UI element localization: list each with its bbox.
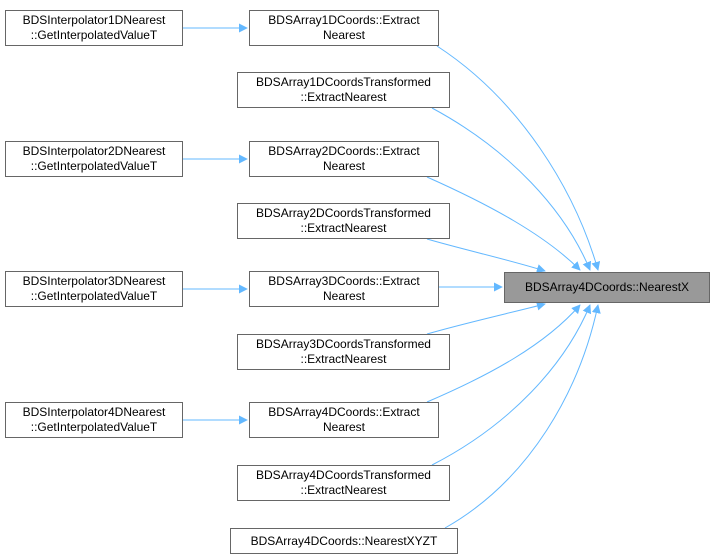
node-array1d-extract-nearest[interactable]: BDSArray1DCoords::Extract Nearest [249, 10, 439, 46]
node-label-line: ::GetInterpolatedValueT [30, 289, 158, 303]
node-label-line: BDSArray4DCoords::NearestX [524, 280, 690, 294]
node-label-line: Nearest [322, 289, 366, 303]
node-label-line: ::ExtractNearest [300, 352, 387, 366]
node-label-line: Nearest [322, 420, 366, 434]
edge-arr4d-to-target [426, 304, 581, 403]
node-array2d-transformed-extract-nearest[interactable]: BDSArray2DCoordsTransformed ::ExtractNea… [237, 203, 450, 239]
node-label-line: BDSArray2DCoords::Extract [268, 144, 420, 158]
node-interpolator-4d-nearest[interactable]: BDSInterpolator4DNearest ::GetInterpolat… [5, 402, 183, 438]
node-array4d-nearestxyzt[interactable]: BDSArray4DCoords::NearestXYZT [230, 528, 458, 554]
node-label-line: BDSArray1DCoordsTransformed [256, 75, 431, 89]
node-label-line: ::GetInterpolatedValueT [30, 28, 158, 42]
node-interpolator-2d-nearest[interactable]: BDSInterpolator2DNearest ::GetInterpolat… [5, 141, 183, 177]
node-label-line: BDSArray4DCoordsTransformed [256, 468, 431, 482]
edge-arr3dt-to-target [426, 301, 546, 335]
node-label-line: BDSInterpolator4DNearest [22, 405, 166, 419]
node-array3d-transformed-extract-nearest[interactable]: BDSArray3DCoordsTransformed ::ExtractNea… [237, 334, 450, 370]
node-label-line: ::GetInterpolatedValueT [30, 159, 158, 173]
node-label-line: BDSArray4DCoords::NearestXYZT [250, 533, 438, 548]
node-array3d-extract-nearest[interactable]: BDSArray3DCoords::Extract Nearest [249, 271, 439, 307]
node-interpolator-3d-nearest[interactable]: BDSInterpolator3DNearest ::GetInterpolat… [5, 271, 183, 307]
node-label-line: ::ExtractNearest [300, 90, 387, 104]
node-array4d-extract-nearest[interactable]: BDSArray4DCoords::Extract Nearest [249, 402, 439, 438]
node-label-line: Nearest [322, 28, 366, 42]
edge-nxyzt-to-target [444, 304, 601, 529]
node-array1d-transformed-extract-nearest[interactable]: BDSArray1DCoordsTransformed ::ExtractNea… [237, 72, 450, 108]
node-label-line: BDSArray1DCoords::Extract [268, 13, 420, 27]
node-label-line: ::ExtractNearest [300, 483, 387, 497]
node-label-line: BDSArray2DCoordsTransformed [256, 206, 431, 220]
node-label-line: BDSInterpolator1DNearest [22, 13, 166, 27]
edge-arr1d-to-target [436, 45, 601, 271]
node-label-line: ::GetInterpolatedValueT [30, 420, 158, 434]
node-label-line: BDSArray3DCoordsTransformed [256, 337, 431, 351]
node-label-line: BDSArray4DCoords::Extract [268, 405, 420, 419]
node-label-line: BDSArray3DCoords::Extract [268, 274, 420, 288]
node-array2d-extract-nearest[interactable]: BDSArray2DCoords::Extract Nearest [249, 141, 439, 177]
node-label-line: BDSInterpolator3DNearest [22, 274, 166, 288]
node-label-line: BDSInterpolator2DNearest [22, 144, 166, 158]
node-target-nearestx: BDSArray4DCoords::NearestX [504, 272, 710, 303]
edge-arr1dt-to-target [431, 107, 592, 271]
edge-arr4dt-to-target [431, 304, 592, 466]
node-label-line: Nearest [322, 159, 366, 173]
node-interpolator-1d-nearest[interactable]: BDSInterpolator1DNearest ::GetInterpolat… [5, 10, 183, 46]
edge-arr2dt-to-target [426, 238, 546, 273]
edge-arr2d-to-target [426, 176, 581, 271]
node-label-line: ::ExtractNearest [300, 221, 387, 235]
node-array4d-transformed-extract-nearest[interactable]: BDSArray4DCoordsTransformed ::ExtractNea… [237, 465, 450, 501]
